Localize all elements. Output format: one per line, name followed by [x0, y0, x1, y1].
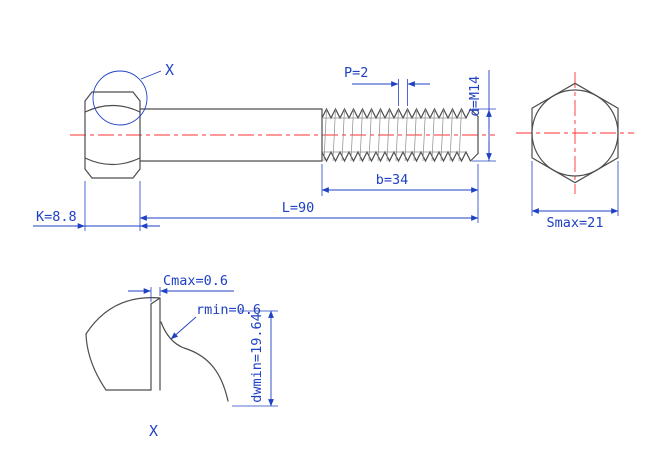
washer-face-label: dwmin=19.64	[249, 313, 265, 402]
detail-chamfer-edge	[150, 297, 161, 305]
fillet-leader-line	[170, 316, 197, 340]
end-chamfer-top	[469, 108, 479, 118]
head-top-facet-arc	[84, 104, 141, 113]
end-chamfer-bottom	[469, 152, 479, 162]
head-chamfer-circle	[531, 89, 619, 177]
bolt-head-outline	[84, 91, 141, 179]
dimensions-main-view: P=2 d=M14 b=34 L=90 K=8.8	[33, 65, 496, 231]
thread-flank-lines	[323, 108, 462, 162]
across-flats-label: Smax=21	[547, 215, 604, 231]
detail-view-title: X	[149, 422, 158, 440]
total-length-label: L=90	[282, 200, 315, 216]
hex-head-outline	[531, 82, 619, 184]
fillet-label: rmin=0.6	[196, 302, 261, 318]
detail-view-x: Cmax=0.6 rmin=0.6 dwmin=19.64 X	[85, 273, 278, 440]
detail-left-edge	[85, 333, 107, 391]
detail-marker-label: X	[165, 61, 174, 79]
diameter-label: d=M14	[467, 76, 483, 117]
bolt-end-view: Smax=21	[516, 72, 634, 231]
detail-circle	[92, 70, 148, 126]
bolt-side-view: X	[70, 61, 495, 179]
head-bottom-facet-arc	[84, 157, 141, 166]
detail-fillet-shank-curve	[160, 321, 229, 402]
thread-profile-top	[321, 107, 472, 120]
pitch-label: P=2	[344, 65, 368, 81]
chamfer-label: Cmax=0.6	[163, 273, 228, 289]
detail-head-arc	[85, 297, 161, 335]
thread-length-label: b=34	[376, 172, 409, 188]
detail-leader-line	[140, 70, 162, 80]
head-height-label: K=8.8	[36, 209, 77, 225]
